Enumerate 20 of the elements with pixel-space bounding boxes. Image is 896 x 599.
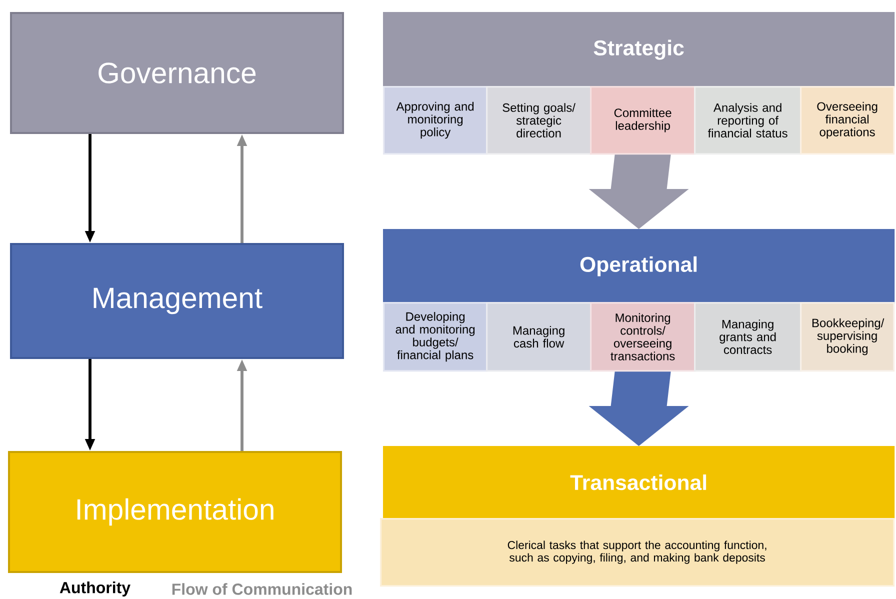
- task-cell: Monitoring controls/ overseeing transactions: [590, 302, 696, 372]
- task-box: Clerical tasks that support the accounting function, such as copying, filing, and making bank deposits: [380, 518, 895, 587]
- block-arrow: [588, 372, 689, 446]
- task-cell: Managing grants and contracts: [694, 302, 802, 372]
- task-cell: Setting goals/ strategic direction: [486, 86, 592, 155]
- level-header: Strategic: [383, 12, 895, 88]
- level-header: Transactional: [383, 446, 895, 519]
- level-box: Implementation: [8, 451, 342, 573]
- level-box: Management: [10, 243, 344, 359]
- level-header: Operational: [383, 229, 895, 304]
- caption-label: Flow of Communication: [172, 583, 352, 595]
- task-cell: Approving and monitoring policy: [383, 86, 488, 155]
- task-cell: Overseeing financial operations: [800, 86, 895, 155]
- task-cell: Managing cash flow: [486, 302, 592, 372]
- level-box: Governance: [10, 12, 344, 134]
- task-cell: Committee leadership: [590, 86, 696, 155]
- block-arrow: [588, 154, 689, 229]
- task-cell: Bookkeeping/ supervising booking: [800, 302, 895, 372]
- task-cell: Analysis and reporting of financial status: [694, 86, 802, 155]
- task-cell: Developing and monitoring budgets/ financial plans: [383, 302, 488, 372]
